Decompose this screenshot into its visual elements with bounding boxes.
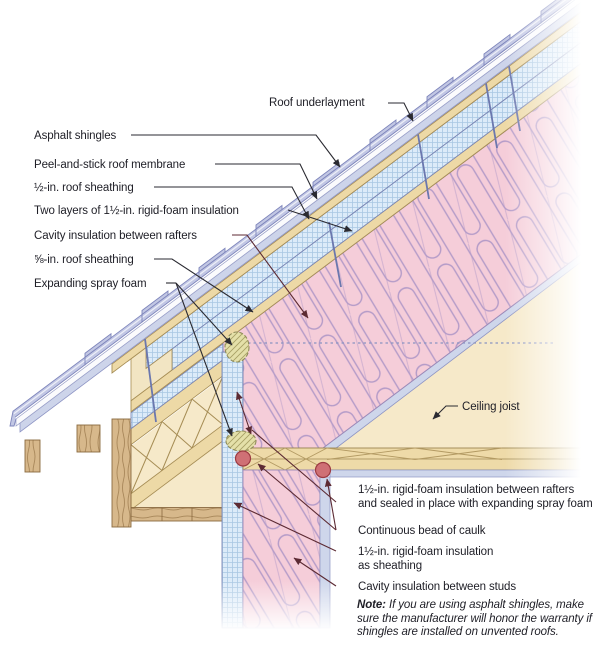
caulk-bead-exterior: [234, 450, 252, 467]
note-line-2: sure the manufacturer will honor the war…: [357, 612, 592, 625]
label-rigid-foam-sheathing: 1½-in. rigid-foam insulation as sheathin…: [358, 545, 493, 573]
leader-rigid-foam-rafters-stem: [251, 429, 337, 503]
leader-half-sheathing: [154, 186, 310, 220]
underlayment-layer: [15, 0, 585, 427]
spray-foam-seal-bottom: [225, 430, 257, 452]
leader-roof-underlayment: [388, 102, 414, 122]
label-line: and sealed in place with expanding spray…: [358, 498, 593, 510]
label-line: as sheathing: [358, 560, 423, 572]
leader-lines-black: [131, 102, 458, 437]
leader-spray-foam-bottom: [175, 282, 233, 437]
leader-rigid-foam-sheathing: [233, 502, 337, 552]
label-cavity-insulation-studs: Cavity insulation between studs: [358, 581, 516, 593]
label-five-eighths-sheathing: ⅝-in. roof sheathing: [34, 254, 134, 266]
note-text: Note: If you are using asphalt shingles,…: [357, 599, 592, 640]
leader-five-eighths-sheathing: [154, 258, 254, 313]
asphalt-shingles-layer: [9, 0, 573, 427]
leader-peel-and-stick: [215, 163, 318, 200]
label-asphalt-shingles: Asphalt shingles: [34, 130, 117, 142]
label-two-layers-foam: Two layers of 1½-in. rigid-foam insulati…: [34, 205, 239, 217]
label-ceiling-joist: Ceiling joist: [462, 401, 520, 413]
leader-cavity-insulation-rafters: [232, 234, 309, 319]
leader-two-layers-foam: [287, 209, 353, 232]
drip-edge: [9, 411, 17, 427]
note-line-1-rest: If you are using asphalt shingles, make: [385, 599, 584, 611]
leader-spray-foam-top: [175, 282, 233, 346]
edge-trim-block: [24, 439, 41, 473]
overhang-interior: [131, 377, 223, 507]
label-roof-underlayment: Roof underlayment: [269, 97, 365, 109]
right-fade: [505, 0, 600, 648]
leader-lines-maroon: [232, 234, 337, 587]
label-expanding-spray-foam: Expanding spray foam: [34, 278, 147, 290]
half-inch-sheathing-layer: [111, 0, 600, 374]
spray-foam-seal-top: [224, 331, 250, 363]
sub-fascia-block: [76, 424, 101, 453]
caulk-bead-interior: [314, 461, 332, 479]
leader-caulk-interior: [324, 478, 337, 531]
note-line-1: Note: If you are using asphalt shingles,…: [357, 599, 592, 613]
label-rigid-foam-between-rafters: 1½-in. rigid-foam insulation between raf…: [358, 483, 593, 511]
eave-cross-bracing: [130, 375, 224, 494]
fascia-board: [111, 418, 132, 528]
label-cavity-insulation-rafters: Cavity insulation between rafters: [34, 230, 197, 242]
leader-rigid-foam-rafters-span: [236, 391, 253, 435]
leader-caulk-exterior: [257, 463, 337, 531]
note-line-3: shingles are installed on unvented roofs…: [357, 626, 559, 638]
leader-cavity-insulation-studs: [293, 557, 337, 587]
leader-asphalt-shingles: [131, 134, 341, 168]
label-peel-and-stick: Peel-and-stick roof membrane: [34, 159, 186, 171]
bottom-fade: [140, 580, 600, 648]
label-line: 1½-in. rigid-foam insulation: [358, 546, 494, 558]
note-bold-prefix: Note:: [357, 599, 386, 611]
soffit-boards: [130, 507, 224, 522]
label-continuous-bead-of-caulk: Continuous bead of caulk: [358, 525, 486, 537]
label-line: 1½-in. rigid-foam insulation between raf…: [358, 484, 575, 496]
eave-overhang: [24, 358, 224, 528]
leader-ceiling-joist: [432, 405, 458, 420]
label-half-in-sheathing: ½-in. roof sheathing: [34, 182, 134, 194]
